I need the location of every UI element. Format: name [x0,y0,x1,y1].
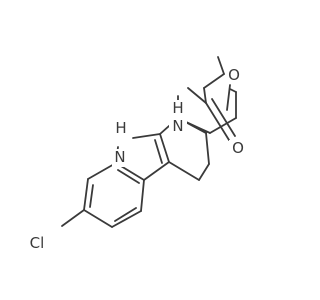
carbonyl-oxygen-label: O [232,139,244,157]
bond-c-cl [61,209,85,227]
bond [83,178,89,211]
bond [205,102,230,141]
bond [203,87,207,104]
bond-double-inner [154,139,163,164]
bond [87,162,117,180]
atom-labels: H N N H O O Cl [24,66,247,252]
amide-hydrogen-label: H [172,99,183,117]
nh-hydrogen-label: H [115,119,126,137]
bond [198,163,210,181]
bond [209,117,237,134]
structure-canvas: H N N H O O Cl [24,56,247,252]
bond [185,121,211,134]
bond [203,73,225,89]
bond [168,161,200,181]
bond [159,133,170,163]
bond [229,88,237,93]
bond [187,87,207,104]
bond [217,56,225,75]
chlorine-label: Cl [30,234,45,252]
bond [205,132,210,165]
bond [143,161,170,181]
bond [132,133,161,139]
ether-oxygen-label: O [228,66,240,84]
bond-double-inner [89,184,94,208]
benzene-ring [83,162,145,228]
bond [111,210,142,228]
bond [140,179,145,212]
side-chain-main [185,88,237,134]
indole-nitrogen-label: N [114,148,125,166]
molecule-drawing: H N N H O O Cl [24,56,247,252]
pyrrole-ring [115,133,170,181]
bond-double-inner [117,169,140,184]
bond-double-inner [211,98,236,137]
bond-double-inner [114,207,137,222]
bond [83,209,113,228]
amide-nitrogen-label: N [172,117,183,135]
